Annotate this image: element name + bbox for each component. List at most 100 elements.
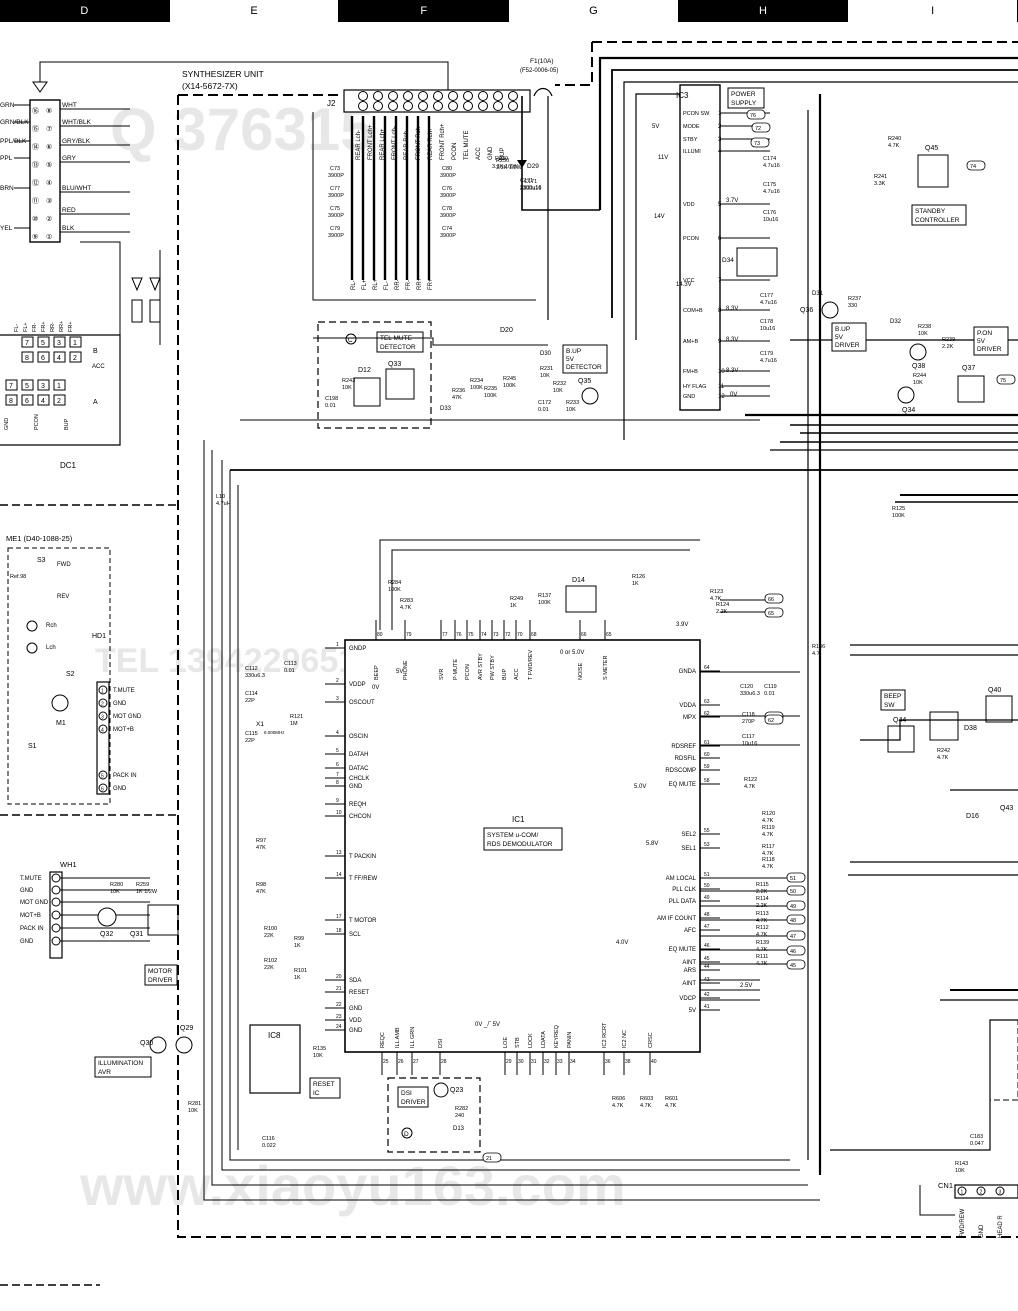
me1-pin — [98, 698, 108, 708]
component-ref: R245 — [503, 376, 516, 382]
ic1-pin-name: SCL — [349, 932, 361, 938]
ic1-pin-number: 53 — [704, 842, 710, 848]
fuse-f1: F1(10A) (F52-0006-05) D29 — [517, 58, 600, 320]
component-ref: C118 — [742, 712, 755, 718]
harness-pin: ⑪ — [32, 197, 39, 205]
d30-label: D30 — [540, 351, 552, 357]
cn1-pin-number: 3 — [999, 1190, 1002, 1196]
ic3-pin-name: FM+B — [683, 369, 698, 375]
component-value: 2.2K — [942, 344, 954, 350]
unit-frame — [0, 41, 1018, 1286]
capacitor-value: 3900P — [328, 193, 344, 199]
j2-pin — [403, 101, 413, 111]
dc1-pin-number: 4 — [41, 398, 45, 405]
net-tag — [750, 137, 770, 148]
q29-label: Q29 — [180, 1025, 193, 1032]
ic1-pin-name: GND — [349, 1028, 363, 1034]
s3-rev: REV — [57, 594, 69, 600]
ic1-pin-number: 45 — [704, 956, 710, 962]
component-value: 10K — [110, 889, 120, 895]
speaker-line-label: FL- — [384, 281, 390, 290]
q40-label: Q40 — [988, 687, 1001, 694]
watermark-qq: Q 376315 — [110, 96, 374, 163]
dc1-signal-label: PCON — [34, 414, 40, 430]
ic3-body — [679, 84, 721, 411]
me1-pin-label: GND — [113, 701, 127, 707]
q31-label: Q31 — [130, 931, 143, 938]
capacitor-value: 3300u16 — [520, 186, 541, 192]
wire-color-label: BRN — [0, 185, 14, 192]
harness-pin: ⑮ — [32, 125, 39, 133]
voltage-label: 3.9V — [676, 622, 688, 628]
bup-drv-3: DRIVER — [835, 342, 860, 349]
component-ref: R121 — [290, 714, 303, 720]
speaker-line-label: RL+ — [373, 278, 379, 290]
capacitor-ref: C80 — [442, 166, 452, 172]
j2-pin — [463, 101, 473, 111]
component-value: 4.7K — [710, 596, 722, 602]
component-value: 4.7 — [812, 651, 820, 657]
me1-pin-number: 5 — [101, 774, 104, 780]
capacitor-value: 3900P — [328, 213, 344, 219]
dc1-signal-label: RR- — [50, 322, 56, 332]
j2-signal-label: FRONT Lch+ — [368, 124, 374, 160]
component-value: 1K — [294, 975, 301, 981]
marker-d: D — [404, 1131, 409, 1138]
capacitor-value: 10u16 — [763, 217, 778, 223]
component-ref: C112 — [245, 666, 258, 672]
component-value: 4.7K — [756, 932, 768, 938]
ic1-pin-number: 36 — [605, 1059, 611, 1065]
grid-col-e: E — [168, 0, 340, 22]
net-tag-label: 62 — [768, 718, 774, 724]
cn1-signal-label: FWD/REW — [960, 1208, 966, 1238]
ic1-pin-number: 9 — [336, 798, 339, 804]
dc1-signal-label: FL- — [14, 324, 20, 332]
component-ref: R230 — [496, 158, 509, 164]
component-value: 1M — [290, 721, 298, 727]
capacitor-ref: C178 — [760, 319, 773, 325]
ic1-pin-name: VDCP — [679, 996, 696, 1002]
dc1-pin-number: 2 — [73, 355, 77, 362]
speaker-line-label: RR- — [395, 279, 401, 290]
q33-label: Q33 — [388, 361, 401, 368]
right-drivers: STANDBY CONTROLLER Q45 Q36 D31 B.UP 5V D… — [800, 145, 1018, 1101]
ic1-pin-name: VDDA — [679, 703, 696, 709]
wh1-pin-label: PACK IN — [20, 926, 44, 932]
dc1-acc-label: ACC — [92, 364, 105, 370]
component-ref: R137 — [538, 593, 551, 599]
ic1-pin-number: 30 — [518, 1059, 524, 1065]
dc1-pin-box — [69, 336, 82, 348]
ic3-pin-number: 12 — [718, 394, 725, 400]
wire-color-label: BLU/WHT — [62, 185, 91, 192]
ic1-pin-number: 17 — [336, 914, 342, 920]
harness-pin: ⑭ — [32, 143, 39, 151]
component-value: 1K — [510, 603, 517, 609]
ic1-pin-name: P-MUTE — [453, 659, 459, 680]
dc1-pin-number: 2 — [57, 398, 61, 405]
component-value: 3.3K 1/2W — [496, 165, 522, 171]
dc1-signal-label: FR+ — [41, 321, 47, 332]
j2-pin — [418, 91, 428, 101]
ic1-pin-number: 3 — [336, 696, 339, 702]
me1-pin-label: MOT+B — [113, 727, 134, 733]
component-ref: R99 — [294, 936, 304, 942]
ic1-pin-name: OSCIN — [349, 734, 368, 740]
voltage-label: 5.8V — [646, 841, 658, 847]
grid-reference-bar: D E F G H I — [0, 0, 1018, 22]
harness-pin: ⑩ — [32, 215, 38, 223]
net-tag — [764, 714, 784, 725]
component-value: 4.7K — [762, 818, 774, 824]
ic1-pin-name: AVR STBY — [478, 653, 484, 680]
resistor-value: 3.3K 1/2W — [492, 164, 518, 170]
ic1-pin-name: GNDP — [349, 646, 366, 652]
component-value: 47K — [452, 395, 462, 401]
component-ref: C115 — [245, 731, 258, 737]
wire-color-label: PPL/BLK — [0, 138, 27, 145]
j2-pin — [388, 101, 398, 111]
dc1-signal-label: FR- — [32, 323, 38, 332]
ic1-pin-number: 48 — [704, 912, 710, 918]
ic1-pin-number: 73 — [493, 632, 499, 638]
ic1-pin-name: CHCLK — [349, 776, 369, 782]
ic3-pin-number: 5 — [718, 202, 722, 208]
ic1-pin-number: 18 — [336, 928, 342, 934]
